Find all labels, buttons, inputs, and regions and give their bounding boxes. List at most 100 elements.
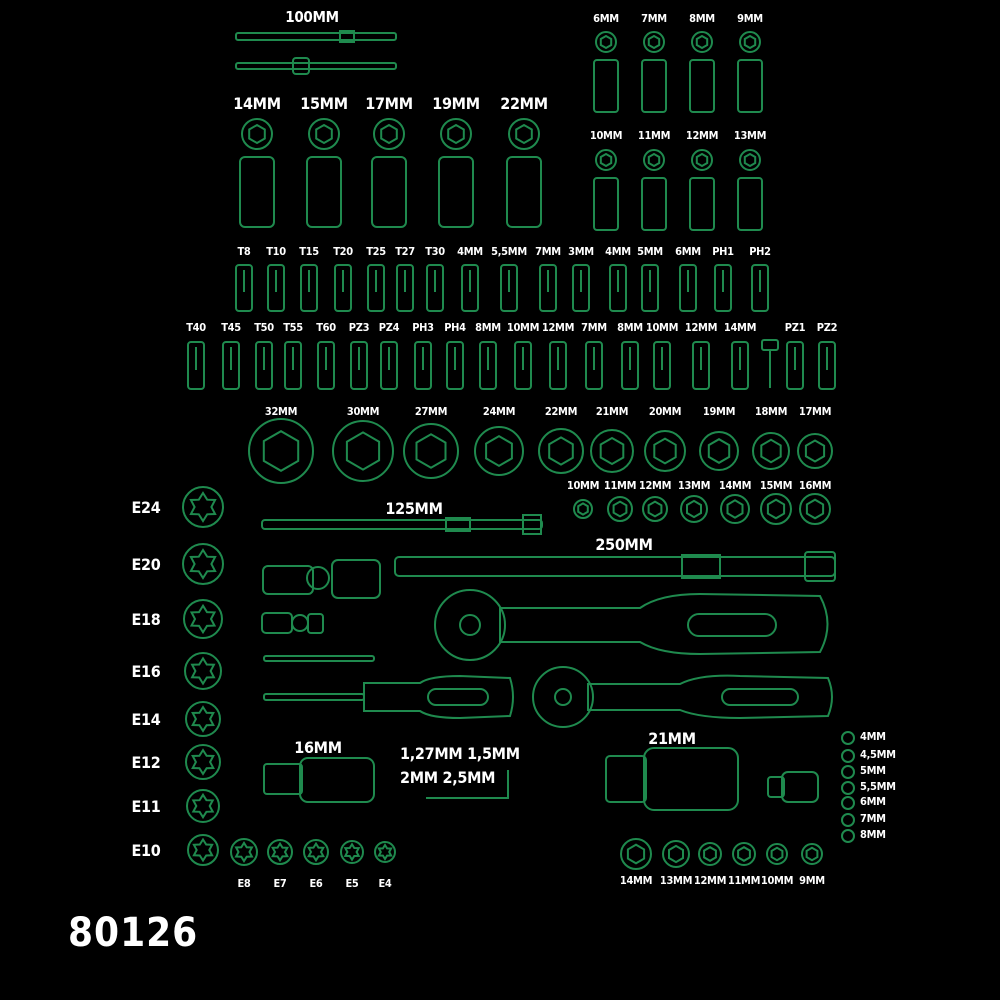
socket-circle — [797, 433, 833, 469]
quarter-socket-circle — [841, 781, 855, 795]
bottom-socket-hex — [770, 846, 784, 862]
label-bit: 3MM — [568, 245, 594, 258]
bit-shape — [300, 264, 318, 312]
small-socket-circle — [607, 496, 633, 522]
small-deep-socket-hex — [647, 34, 661, 50]
small-socket-circle — [642, 496, 668, 522]
small-universal-joint-end — [261, 612, 293, 634]
ratchet-large-grip — [687, 613, 777, 637]
label-socket: 22MM — [544, 405, 578, 418]
deep-socket-top-hex — [447, 123, 465, 145]
screwdriver-grip — [427, 688, 489, 706]
label-bit: 4MM — [605, 245, 631, 258]
small-deep-socket-circle — [691, 149, 713, 171]
bit-shape — [714, 264, 732, 312]
label-ext-100: 100MM — [285, 8, 339, 26]
bottom-socket-circle — [698, 842, 722, 866]
torx-socket-circle — [186, 789, 220, 823]
quarter-socket-circle — [841, 765, 855, 779]
small-socket-hex — [805, 498, 825, 520]
bottom-socket-circle — [766, 843, 788, 865]
extension-125-square — [522, 514, 542, 535]
deep-socket-body — [438, 156, 474, 228]
label-bit: 8MM — [617, 321, 643, 334]
label-quarter-socket: 4MM — [860, 730, 886, 743]
label-bottom-socket: 13MM — [659, 874, 693, 887]
label-torx-small: E7 — [273, 877, 287, 890]
label-torx-socket: E14 — [131, 710, 161, 729]
small-torx-circle — [267, 839, 293, 865]
label-bit: T60 — [316, 321, 336, 334]
ratchet-small-handle — [587, 674, 833, 720]
bit-shape — [350, 341, 368, 390]
bit-shape — [549, 341, 567, 390]
label-bit: T20 — [333, 245, 353, 258]
small-deep-socket-hex — [695, 34, 709, 50]
small-deep-socket-body — [593, 177, 619, 231]
label-socket-small: 10MM — [566, 479, 600, 492]
torx-socket-circle — [185, 744, 221, 780]
set-code: 80126 — [68, 910, 199, 956]
small-deep-socket-hex — [743, 152, 757, 168]
small-socket-circle — [720, 494, 750, 524]
label-hex-keys-2: 2MM 2,5MM — [400, 768, 496, 787]
small-deep-socket-body — [737, 177, 763, 231]
label-bit: T15 — [299, 245, 319, 258]
small-deep-socket-body — [593, 59, 619, 113]
socket-hex — [707, 438, 731, 464]
ratchet-small-grip — [721, 688, 799, 706]
bit-shape — [818, 341, 836, 390]
socket-circle — [590, 429, 634, 473]
label-deep-socket-small: 6MM — [593, 12, 619, 25]
label-ext-125: 125MM — [385, 499, 443, 518]
ratchet-small-drive — [554, 688, 572, 706]
small-deep-socket-body — [641, 59, 667, 113]
label-deep-socket-small: 9MM — [737, 12, 763, 25]
socket-hex — [548, 436, 574, 466]
socket-21-body — [643, 747, 739, 811]
bit-shape — [317, 341, 335, 390]
label-bit: T50 — [254, 321, 274, 334]
quarter-socket-circle — [841, 731, 855, 745]
small-deep-socket-circle — [595, 149, 617, 171]
bit-shape — [255, 341, 273, 390]
label-torx-socket: E11 — [131, 797, 161, 816]
bit-shape — [679, 264, 697, 312]
small-deep-socket-circle — [595, 31, 617, 53]
bottom-socket-hex — [703, 846, 717, 862]
quarter-socket-circle — [841, 749, 855, 763]
label-bit: PZ1 — [784, 321, 806, 334]
torx-socket-circle — [182, 543, 224, 585]
bottom-socket-hex — [668, 844, 684, 864]
deep-socket-top-circle — [308, 118, 340, 150]
label-bit: 7MM — [581, 321, 607, 334]
small-socket-hex — [726, 499, 744, 519]
bit-shape — [414, 341, 432, 390]
ratchet-large-head — [434, 589, 506, 661]
quarter-socket-circle — [841, 829, 855, 843]
small-socket-circle — [573, 499, 593, 519]
torx-star — [190, 656, 216, 686]
label-quarter-socket: 4,5MM — [860, 748, 896, 761]
bit-shape — [396, 264, 414, 312]
label-torx-small: E6 — [309, 877, 323, 890]
label-bit: T8 — [237, 245, 251, 258]
label-socket-small: 12MM — [638, 479, 672, 492]
extension-250-square — [804, 551, 836, 582]
socket-hex — [262, 430, 300, 472]
bit-adapter-head — [761, 339, 779, 351]
torx-socket-circle — [183, 599, 223, 639]
label-bit: 5MM — [637, 245, 663, 258]
ratchet-large-handle — [499, 592, 829, 656]
deep-socket-top-hex — [248, 123, 266, 145]
label-deep-socket-small: 13MM — [733, 129, 767, 142]
label-socket: 30MM — [346, 405, 380, 418]
bit-shape — [621, 341, 639, 390]
extension-100-knurl — [339, 30, 355, 43]
socket-circle — [644, 430, 686, 472]
spark-socket-body — [299, 757, 375, 803]
label-deep-socket: 19MM — [432, 94, 480, 113]
label-bit: 12MM — [684, 321, 718, 334]
small-socket-hex — [766, 498, 786, 520]
